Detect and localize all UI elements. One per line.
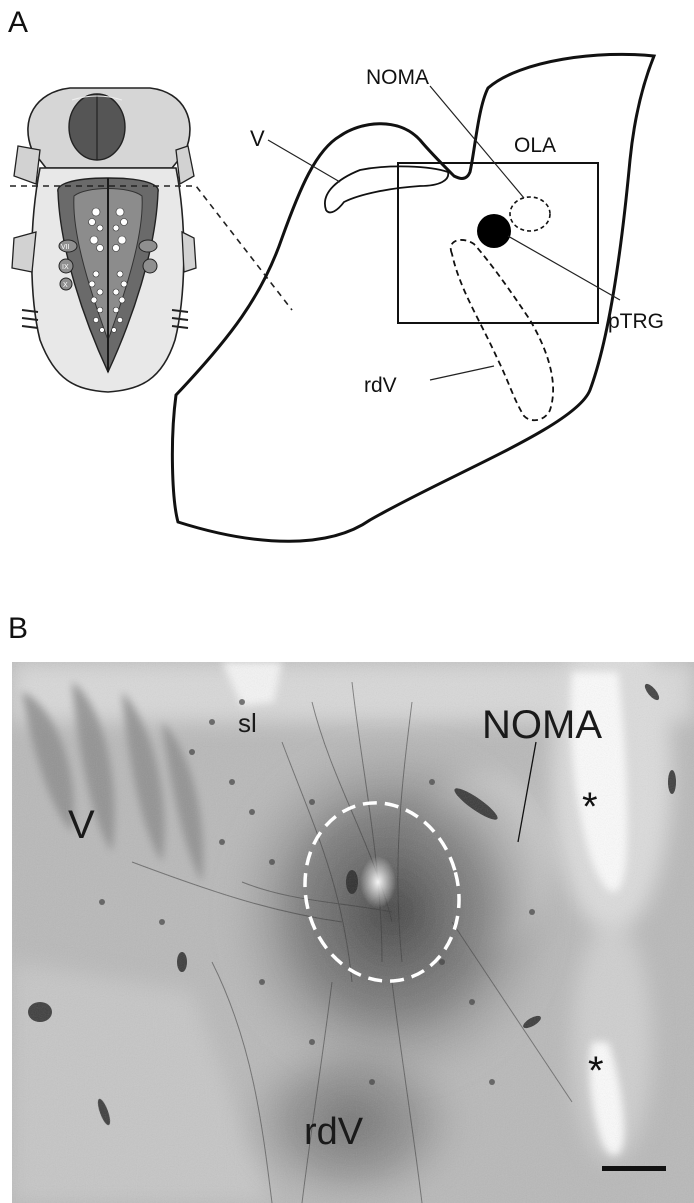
panel-b-micrograph: V sl NOMA * * rdV: [12, 662, 694, 1203]
scale-bar: [602, 1166, 666, 1171]
nerve-v-tract: [325, 166, 448, 212]
asterisk-bottom: *: [588, 1049, 604, 1093]
ola-region: [510, 197, 550, 231]
label-sl: sl: [238, 708, 257, 738]
label-rdv: rdV: [364, 374, 397, 397]
panel-b-letter: B: [8, 614, 28, 644]
inset-label-x: X: [63, 282, 68, 289]
label-nerve-v: V: [250, 126, 265, 151]
label-nerve-v-micro: V: [68, 803, 95, 847]
label-noma-micro: NOMA: [482, 703, 602, 747]
label-noma: NOMA: [366, 66, 429, 89]
rdv-region: [451, 240, 553, 420]
hemisection-outline: [172, 54, 654, 541]
label-ptrg: pTRG: [608, 310, 664, 333]
brainstem-inset: VII IX X: [12, 88, 196, 392]
inset-label-ix: IX: [62, 264, 69, 271]
panel-a-schematic: VII IX X V NOMA OLA pTRG rdV: [0, 0, 694, 570]
label-ola: OLA: [514, 134, 556, 157]
ptrg-nucleus: [477, 214, 511, 248]
inset-label-vii: VII: [61, 244, 70, 251]
label-rdv-micro: rdV: [304, 1111, 364, 1153]
asterisk-top: *: [582, 785, 598, 829]
